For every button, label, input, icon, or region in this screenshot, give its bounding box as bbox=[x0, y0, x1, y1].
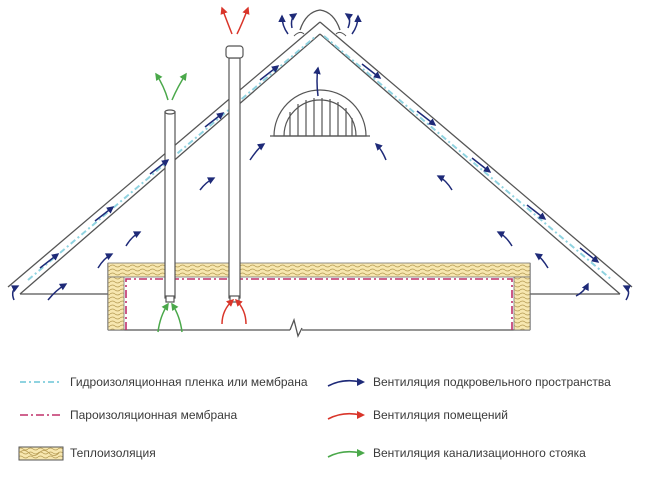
ridge-cap bbox=[299, 9, 341, 31]
sewer-vent-pipe bbox=[164, 109, 176, 303]
waterproof-membrane bbox=[27, 35, 613, 281]
sewer-vent-arrows bbox=[155, 72, 187, 333]
roof-outline bbox=[7, 21, 633, 295]
insulation-swatch bbox=[18, 446, 64, 461]
legend-waterproof-label: Гидроизоляционная пленка или мембрана bbox=[70, 375, 308, 389]
legend-insulation-label: Теплоизоляция bbox=[70, 446, 156, 460]
legend-roof-vent-label: Вентиляция подкровельного пространства bbox=[373, 375, 611, 389]
room-vent-pipe bbox=[225, 45, 244, 303]
roof-vent-arrows bbox=[10, 13, 632, 301]
ridge-vent-window bbox=[270, 89, 370, 137]
legend-sewer-vent-label: Вентиляция канализационного стояка bbox=[373, 446, 586, 460]
waterproof-swatch bbox=[20, 381, 62, 383]
legend-vapor: Пароизоляционная мембрана bbox=[18, 405, 318, 425]
legend-waterproof: Гидроизоляционная пленка или мембрана bbox=[18, 372, 318, 392]
legend-vapor-label: Пароизоляционная мембрана bbox=[70, 408, 238, 422]
legend-sewer-vent: Вентиляция канализационного стояка bbox=[325, 443, 645, 463]
sewer-vent-swatch bbox=[327, 449, 365, 458]
legend-insulation: Теплоизоляция bbox=[18, 443, 318, 463]
room-vent-arrows bbox=[220, 6, 250, 325]
legend-roof-vent: Вентиляция подкровельного пространства bbox=[325, 372, 645, 392]
room-vent-swatch bbox=[327, 411, 365, 420]
legend-room-vent-label: Вентиляция помещений bbox=[373, 408, 508, 422]
vapor-swatch bbox=[20, 414, 62, 416]
vapor-barrier bbox=[125, 278, 513, 330]
insulation-layer bbox=[107, 262, 531, 331]
roof-vent-swatch bbox=[327, 378, 365, 387]
legend-room-vent: Вентиляция помещений bbox=[325, 405, 645, 425]
